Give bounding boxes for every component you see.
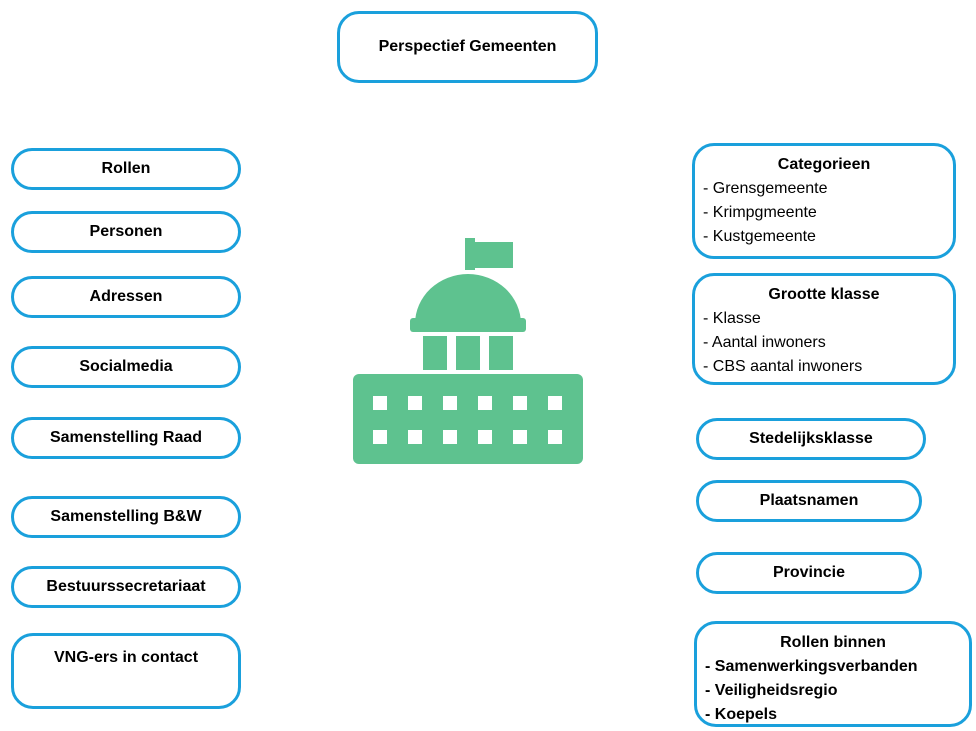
box-samenstelling-bw-label: Samenstelling B&W: [50, 508, 202, 525]
box-plaatsnamen-label: Plaatsnamen: [759, 492, 859, 509]
windows: [373, 396, 562, 444]
box-rollen-binnen-item: - Veiligheidsregio: [705, 682, 838, 699]
box-categorieen-item: - Grensgemeente: [703, 180, 828, 197]
box-grootte-klasse: Grootte klasse - Klasse - Aantal inwoner…: [692, 273, 956, 385]
box-bestuurssecretariaat: Bestuurssecretariaat: [11, 566, 241, 608]
box-adressen-label: Adressen: [89, 288, 163, 305]
box-rollen-binnen-item: - Koepels: [705, 706, 778, 723]
box-adressen: Adressen: [11, 276, 241, 318]
box-bestuurssecretariaat-label: Bestuurssecretariaat: [46, 578, 206, 595]
box-rollen: Rollen: [11, 148, 241, 190]
box-socialmedia: Socialmedia: [11, 346, 241, 388]
box-provincie: Provincie: [696, 552, 922, 594]
box-categorieen: Categorieen - Grensgemeente - Krimpgmeen…: [692, 143, 956, 259]
box-rollen-binnen-title: Rollen binnen: [780, 634, 886, 651]
box-samenstelling-bw: Samenstelling B&W: [11, 496, 241, 538]
box-personen: Personen: [11, 211, 241, 253]
flag-pole: [465, 238, 475, 270]
box-rollen-label: Rollen: [101, 160, 151, 177]
title-text: Perspectief Gemeenten: [378, 38, 557, 55]
box-samenstelling-raad-label: Samenstelling Raad: [49, 429, 203, 446]
box-categorieen-title: Categorieen: [777, 156, 871, 173]
box-grootte-klasse-item: - Aantal inwoners: [703, 334, 826, 351]
dome: [415, 274, 521, 324]
box-stedelijksklasse: Stedelijksklasse: [696, 418, 926, 460]
town-hall-icon: [353, 238, 583, 464]
box-rollen-binnen-item: - Samenwerkingsverbanden: [705, 658, 918, 675]
box-vng-ers-label: VNG-ers in contact: [53, 649, 199, 666]
box-personen-label: Personen: [89, 223, 163, 240]
box-vng-ers: VNG-ers in contact: [11, 633, 241, 709]
box-grootte-klasse-item: - Klasse: [703, 310, 761, 327]
box-grootte-klasse-item: - CBS aantal inwoners: [703, 358, 863, 375]
box-samenstelling-raad: Samenstelling Raad: [11, 417, 241, 459]
title-box: Perspectief Gemeenten: [337, 11, 598, 83]
box-provincie-label: Provincie: [772, 564, 846, 581]
box-plaatsnamen: Plaatsnamen: [696, 480, 922, 522]
flag: [475, 242, 513, 268]
box-socialmedia-label: Socialmedia: [79, 358, 173, 375]
box-categorieen-item: - Krimpgmeente: [703, 204, 817, 221]
box-grootte-klasse-title: Grootte klasse: [768, 286, 880, 303]
building-base: [353, 374, 583, 464]
box-rollen-binnen: Rollen binnen - Samenwerkingsverbanden -…: [694, 621, 972, 727]
box-stedelijksklasse-label: Stedelijksklasse: [749, 430, 873, 447]
box-categorieen-item: - Kustgemeente: [703, 228, 816, 245]
